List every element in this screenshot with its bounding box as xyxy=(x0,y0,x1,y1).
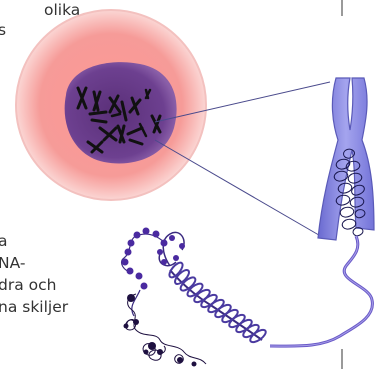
dna-supercoil xyxy=(167,261,268,345)
zoom-line-bottom xyxy=(155,140,324,238)
chromatin-loops xyxy=(126,294,207,364)
nucleosome-beads xyxy=(122,228,186,317)
chromatin-nodes xyxy=(124,294,197,367)
dna-fiber-strand xyxy=(270,236,372,346)
large-chromosome xyxy=(318,78,374,240)
